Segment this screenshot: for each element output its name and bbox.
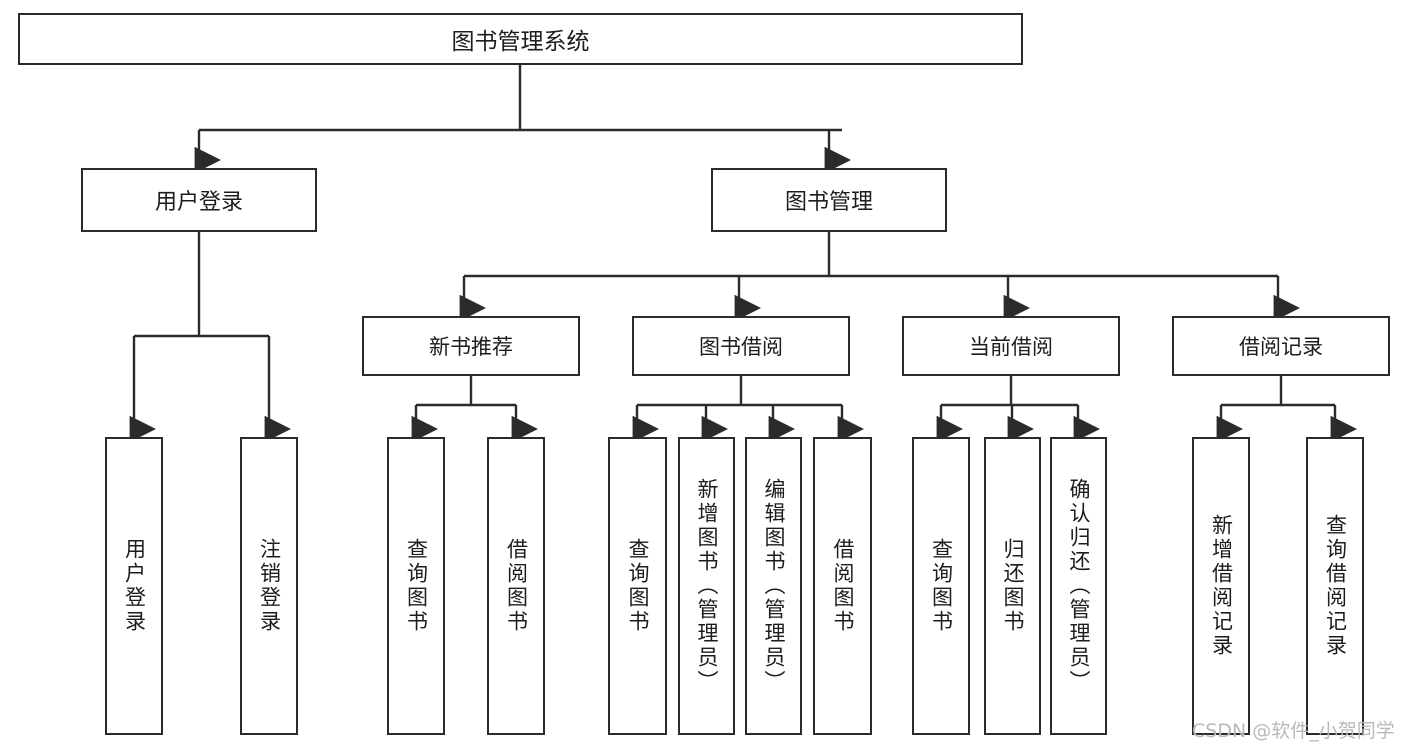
node-book-manage-label: 图书管理 (784, 190, 873, 215)
node-current-borrow-label: 当前借阅 (969, 335, 1053, 359)
node-book-borrow-label: 图书借阅 (699, 335, 783, 359)
node-leaf-add-book[interactable]: 新增图书（管理员） (678, 437, 735, 735)
node-leaf-borrow-book-label: 借阅图书 (831, 538, 855, 634)
node-leaf-query-book-borrow-label: 查询图书 (626, 538, 650, 634)
node-leaf-edit-book[interactable]: 编辑图书（管理员） (745, 437, 802, 735)
node-root-system[interactable]: 图书管理系统 (18, 13, 1023, 65)
node-borrow-record[interactable]: 借阅记录 (1172, 316, 1390, 376)
node-current-borrow[interactable]: 当前借阅 (902, 316, 1120, 376)
node-leaf-query-book-current-label: 查询图书 (929, 538, 954, 634)
node-leaf-logout[interactable]: 注销登录 (240, 437, 298, 735)
node-leaf-user-login-label: 用户登录 (122, 538, 147, 634)
node-leaf-add-book-label: 新增图书（管理员） (695, 478, 719, 694)
node-leaf-query-book-rec[interactable]: 查询图书 (387, 437, 445, 735)
node-leaf-edit-book-label: 编辑图书（管理员） (762, 478, 786, 694)
node-user-login-label: 用户登录 (154, 190, 243, 215)
node-leaf-borrow-book[interactable]: 借阅图书 (813, 437, 872, 735)
csdn-watermark: CSDN @软件_小贺同学 (1192, 720, 1395, 742)
node-user-login[interactable]: 用户登录 (81, 168, 317, 232)
node-leaf-query-book-rec-label: 查询图书 (404, 538, 429, 634)
node-leaf-add-record[interactable]: 新增借阅记录 (1192, 437, 1250, 735)
node-new-book-rec[interactable]: 新书推荐 (362, 316, 580, 376)
node-leaf-confirm-return-label: 确认归还（管理员） (1067, 478, 1091, 694)
node-leaf-logout-label: 注销登录 (257, 538, 282, 634)
node-leaf-query-book-borrow[interactable]: 查询图书 (608, 437, 667, 735)
node-leaf-query-book-current[interactable]: 查询图书 (912, 437, 970, 735)
node-leaf-query-record-label: 查询借阅记录 (1323, 514, 1348, 658)
node-book-manage[interactable]: 图书管理 (711, 168, 947, 232)
node-leaf-user-login[interactable]: 用户登录 (105, 437, 163, 735)
node-leaf-query-record[interactable]: 查询借阅记录 (1306, 437, 1364, 735)
node-borrow-record-label: 借阅记录 (1239, 335, 1323, 359)
node-book-borrow[interactable]: 图书借阅 (632, 316, 850, 376)
node-leaf-borrow-book-rec-label: 借阅图书 (504, 538, 529, 634)
node-new-book-rec-label: 新书推荐 (429, 335, 513, 359)
node-root-label: 图书管理系统 (451, 29, 590, 55)
node-leaf-return-book[interactable]: 归还图书 (984, 437, 1041, 735)
node-leaf-return-book-label: 归还图书 (1001, 538, 1025, 634)
node-leaf-add-record-label: 新增借阅记录 (1209, 514, 1234, 658)
node-leaf-confirm-return[interactable]: 确认归还（管理员） (1050, 437, 1107, 735)
node-leaf-borrow-book-rec[interactable]: 借阅图书 (487, 437, 545, 735)
